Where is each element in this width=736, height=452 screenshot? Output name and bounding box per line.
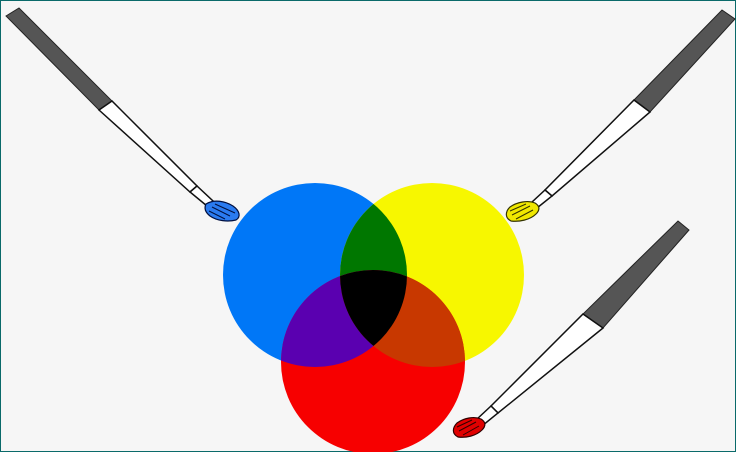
blue-brush-icon (6, 8, 239, 221)
yellow-brush-icon (506, 10, 735, 221)
